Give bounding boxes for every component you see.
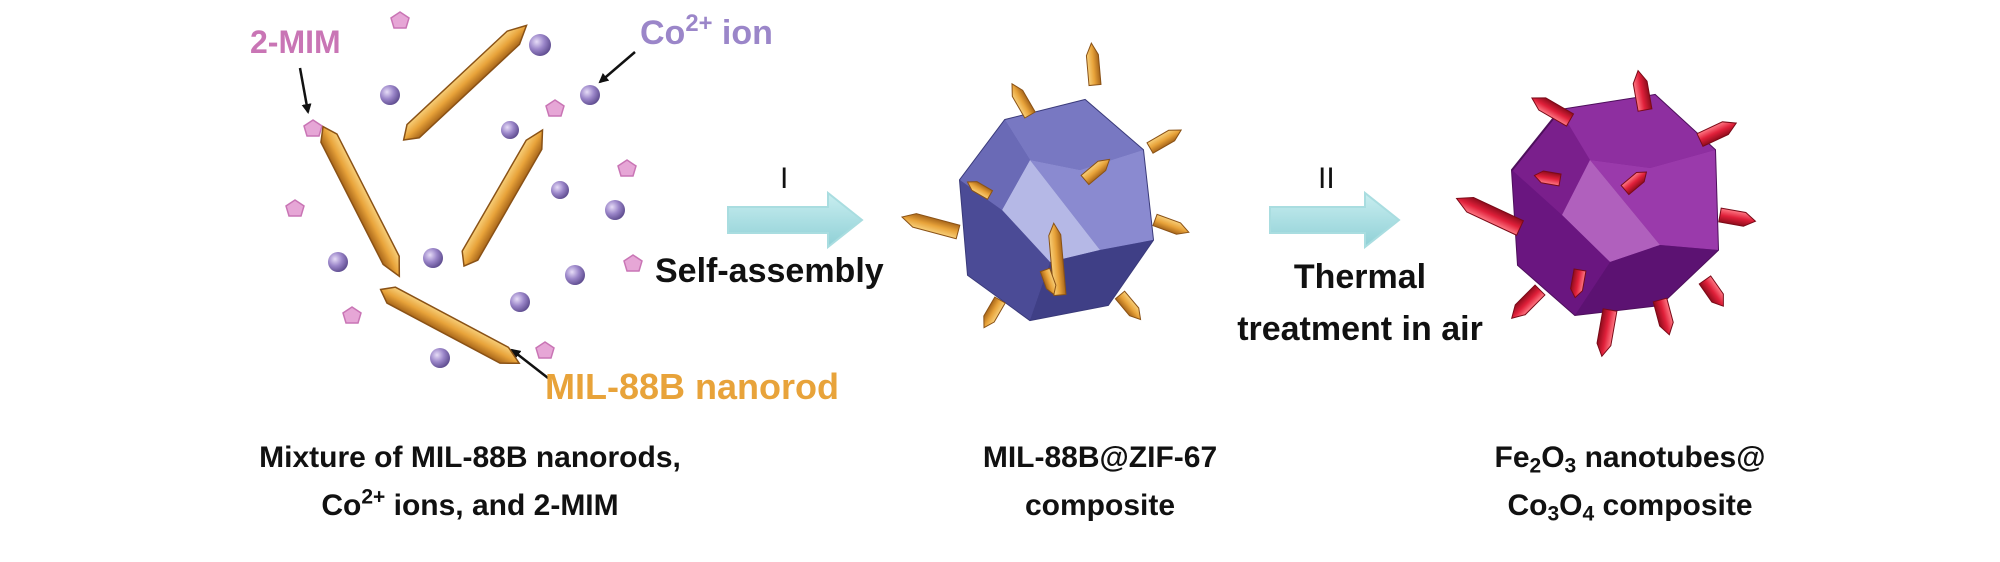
caption-mixture: Mixture of MIL-88B nanorods, Co2+ ions, … <box>190 434 750 530</box>
caption-oxide-line1: Fe2O3 nanotubes@ <box>1430 434 1830 482</box>
composite-nanorod-spikes <box>900 42 1190 329</box>
step-one-arrow <box>727 190 864 250</box>
nanorod <box>379 286 521 364</box>
caption-oxide-co: Co <box>1507 489 1548 522</box>
nanorod <box>402 24 528 141</box>
caption-oxide-o: O <box>1541 441 1565 474</box>
co-ion-pointer-arrow <box>598 51 636 84</box>
co-ion-label-tail: ion <box>712 14 773 52</box>
nanorod-label: MIL-88B nanorod <box>545 366 839 407</box>
caption-mixture-line1: Mixture of MIL-88B nanorods, <box>259 441 681 474</box>
caption-oxide-sub3: 3 <box>1547 502 1560 526</box>
oxide-nanotube-spikes <box>1455 69 1757 358</box>
nanorod <box>461 128 544 268</box>
step-one-label: Self-assembly <box>655 252 884 290</box>
step-two-numeral: II <box>1318 162 1335 195</box>
caption-oxide: Fe2O3 nanotubes@ Co3O4 composite <box>1430 434 1830 530</box>
nanorod <box>320 125 401 278</box>
caption-oxide-fe: Fe <box>1494 441 1530 474</box>
caption-oxide-o2: O <box>1559 489 1583 522</box>
step-one-numeral: I <box>780 162 789 195</box>
caption-composite: MIL-88B@ZIF-67 composite <box>900 434 1300 530</box>
caption-composite-line1: MIL-88B@ZIF-67 <box>982 441 1218 474</box>
caption-mixture-line2: Co2+ ions, and 2-MIM <box>190 482 750 530</box>
mim-molecules <box>285 11 643 359</box>
mim-label: 2-MIM <box>250 24 341 60</box>
zif67-composite-particle <box>958 98 1155 322</box>
mil88b-nanorods <box>320 24 544 364</box>
nanorod-pointer-arrow <box>510 348 549 379</box>
caption-oxide-sub2: 3 <box>1564 454 1577 478</box>
caption-oxide-composite: composite <box>1594 489 1753 522</box>
caption-oxide-sub1: 2 <box>1529 454 1542 478</box>
step-two-arrow <box>1269 190 1401 250</box>
step-two-label-line1: Thermal <box>1293 258 1427 296</box>
co-ion-label: Co2+ ion <box>640 12 773 53</box>
step-two-label-line2: treatment in air <box>1237 310 1483 348</box>
co-ion-label-charge: 2+ <box>685 9 713 37</box>
caption-composite-line2: composite <box>1024 489 1176 522</box>
caption-mixture-rest: ions, and 2-MIM <box>385 489 619 522</box>
caption-oxide-nanotubes: nanotubes@ <box>1576 441 1766 474</box>
mim-pointer-arrow <box>298 67 312 114</box>
cobalt-ions <box>328 34 625 368</box>
co-ion-label-base: Co <box>640 14 686 52</box>
caption-oxide-line2: Co3O4 composite <box>1430 482 1830 530</box>
caption-oxide-sub4: 4 <box>1582 502 1595 526</box>
caption-mixture-co: Co <box>321 489 362 522</box>
caption-mixture-charge: 2+ <box>361 485 386 509</box>
oxide-composite-particle <box>1510 93 1720 317</box>
